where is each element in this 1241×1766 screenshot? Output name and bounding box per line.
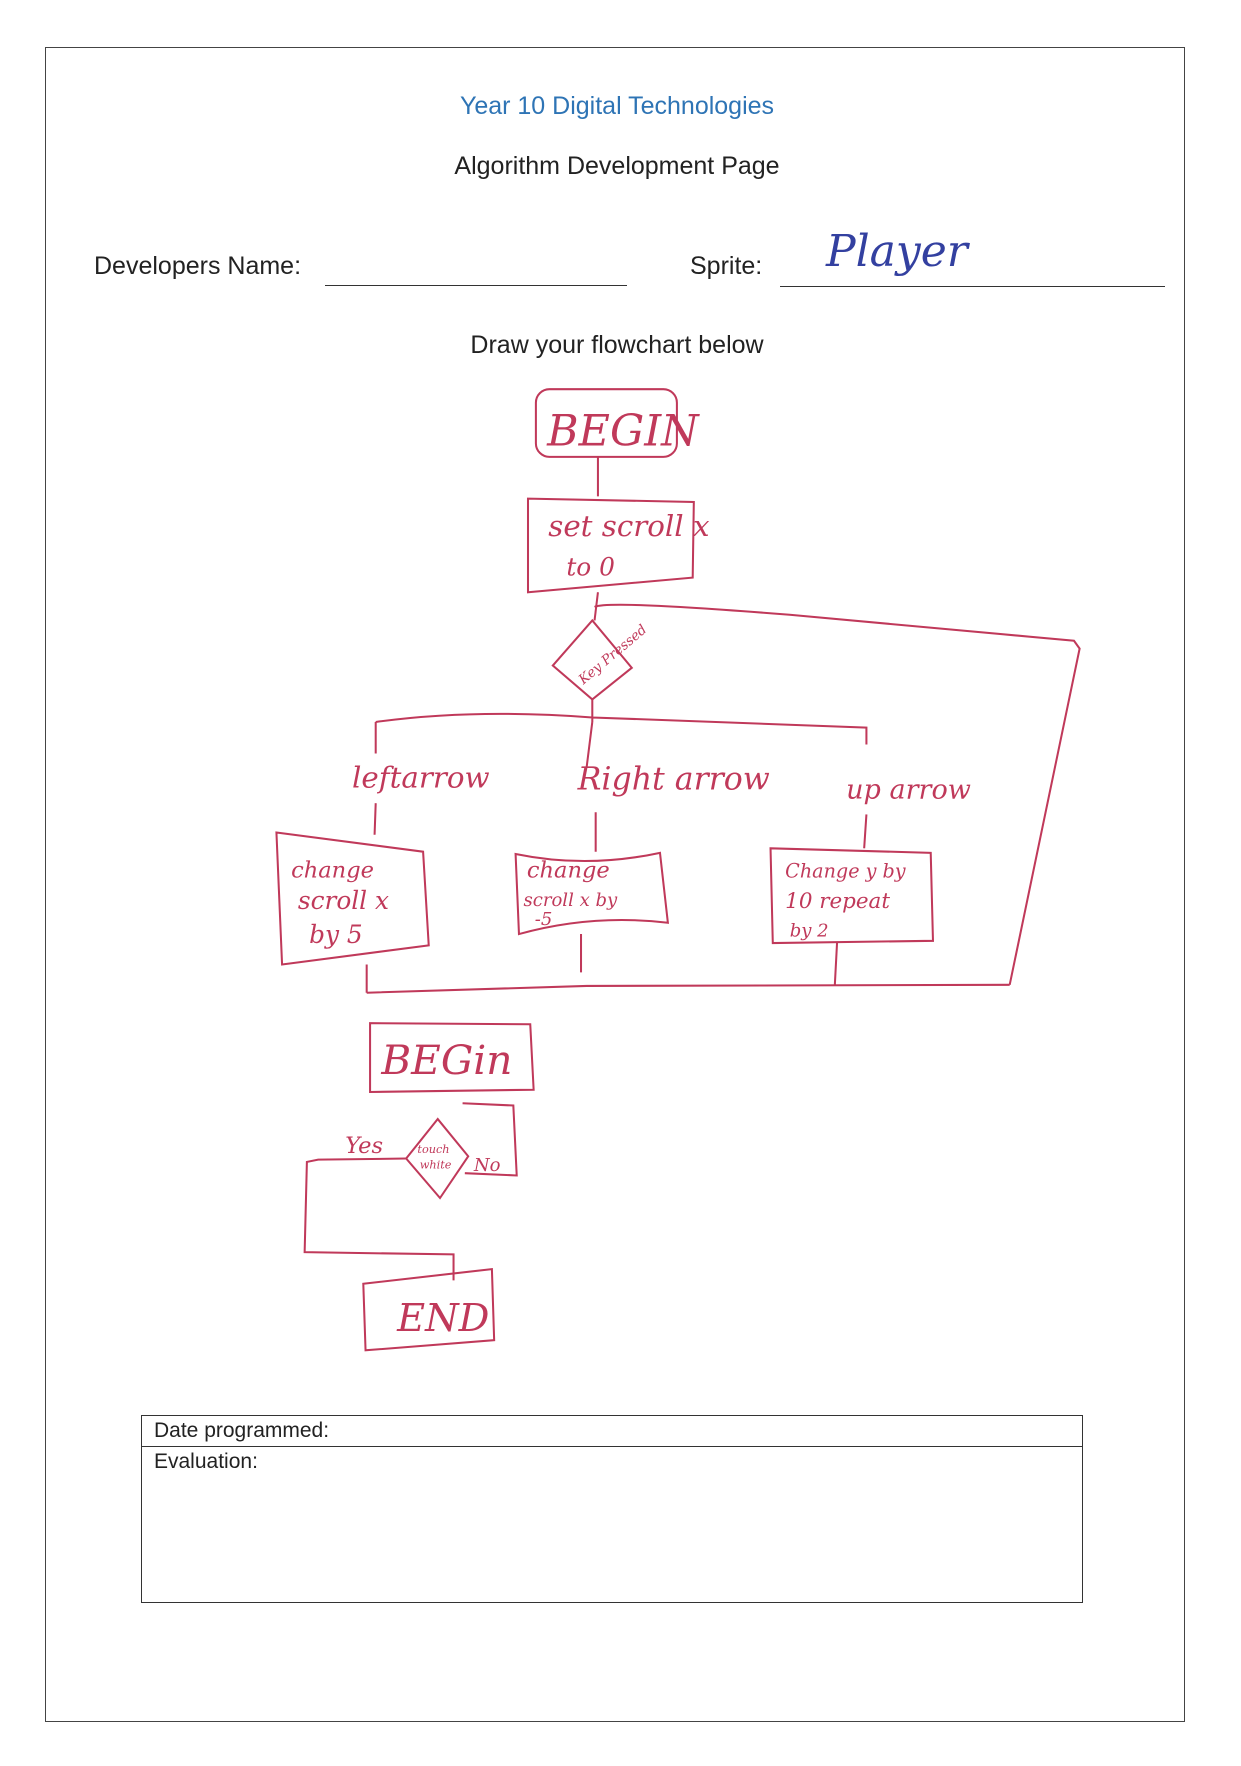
right-text-2: scroll x by bbox=[523, 890, 618, 911]
page-border bbox=[45, 47, 1185, 1722]
no-loop-line bbox=[462, 1102, 518, 1177]
date-programmed-label: Date programmed: bbox=[154, 1419, 330, 1442]
begin2-text: BEGin bbox=[380, 1036, 512, 1084]
set-text-1: set scroll x bbox=[548, 509, 710, 543]
sprite-label: Sprite: bbox=[690, 252, 763, 280]
left-arrow-process bbox=[275, 831, 430, 966]
set-scroll-process bbox=[526, 497, 695, 594]
begin-text: BEGIN bbox=[546, 407, 700, 457]
developers-name-label: Developers Name: bbox=[94, 252, 302, 280]
up-arrow-process bbox=[769, 847, 935, 945]
set-text-2: to 0 bbox=[566, 552, 615, 581]
sprite-value: Player bbox=[826, 226, 968, 277]
up-text-3: by 2 bbox=[790, 920, 829, 941]
evaluation-label: Evaluation: bbox=[154, 1450, 258, 1473]
right-arrow-label: Right arrow bbox=[577, 762, 770, 798]
no-label: No bbox=[473, 1155, 501, 1176]
begin-terminal bbox=[534, 388, 678, 458]
yes-label: Yes bbox=[345, 1133, 383, 1159]
right-text-1: change bbox=[527, 858, 610, 884]
right-arrow-process bbox=[514, 851, 670, 936]
right-text-3: -5 bbox=[535, 909, 553, 930]
up-arrow-label: up arrow bbox=[846, 775, 971, 806]
key-pressed-decision bbox=[551, 618, 634, 701]
evaluation-table: Date programmed: Evaluation: bbox=[141, 1415, 1083, 1603]
branch-lines bbox=[373, 699, 868, 852]
page-title: Algorithm Development Page bbox=[454, 152, 780, 180]
end-terminal bbox=[362, 1267, 496, 1352]
merge-lines bbox=[365, 934, 1010, 994]
up-text-2: 10 repeat bbox=[785, 889, 890, 914]
instruction: Draw your flowchart below bbox=[470, 331, 764, 359]
left-text-2: scroll x bbox=[298, 886, 389, 915]
white-text: white bbox=[420, 1159, 452, 1172]
up-text-1: Change y by bbox=[785, 860, 907, 883]
sprite-field[interactable] bbox=[780, 286, 1165, 287]
left-arrow-label: leftarrow bbox=[352, 760, 490, 794]
developers-name-field[interactable] bbox=[325, 285, 627, 286]
date-programmed-row[interactable]: Date programmed: bbox=[142, 1416, 1082, 1447]
touch-white-decision bbox=[404, 1117, 470, 1200]
course-title: Year 10 Digital Technologies bbox=[459, 92, 775, 120]
key-pressed-text: Key Pressed bbox=[575, 622, 650, 689]
yes-line bbox=[303, 1157, 455, 1281]
loop-back-line bbox=[594, 603, 1081, 986]
left-text-3: by 5 bbox=[309, 920, 363, 949]
evaluation-row[interactable]: Evaluation: bbox=[142, 1447, 1082, 1477]
begin2-terminal bbox=[369, 1022, 535, 1094]
touch-text: touch bbox=[417, 1143, 449, 1156]
left-text-1: change bbox=[291, 858, 374, 884]
end-text: END bbox=[396, 1296, 489, 1341]
